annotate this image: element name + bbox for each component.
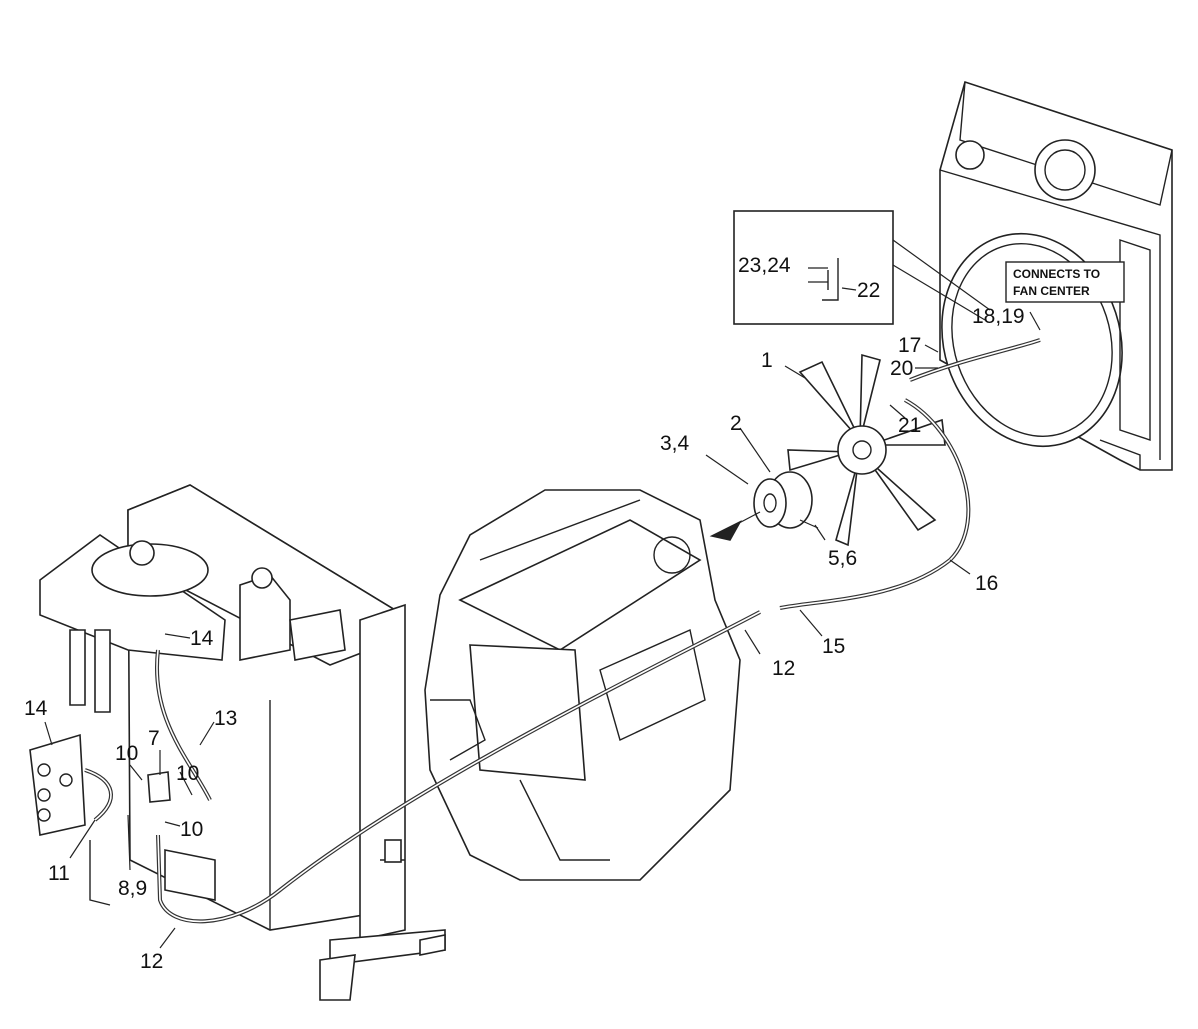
connects-to-fan-center-note: CONNECTS TO FAN CENTER: [1005, 261, 1125, 303]
fan-blade-assembly: [787, 353, 946, 547]
callout-10-c: 10: [180, 818, 203, 841]
callout-21: 21: [898, 414, 921, 437]
note-line-1: CONNECTS TO: [1013, 267, 1100, 281]
callout-22: 22: [857, 279, 880, 302]
callout-13: 13: [214, 707, 237, 730]
callout-labels: 1 2 3,4 5,6 7 8,9 10 10 10 11 12 12 13 1…: [24, 254, 1025, 973]
callout-23-24: 23,24: [738, 254, 791, 277]
callout-12-b: 12: [140, 950, 163, 973]
hydraulic-tank-assembly: [29, 484, 396, 931]
detail-inset-bracket: [733, 210, 991, 325]
callout-20: 20: [890, 357, 913, 380]
engine-block: [424, 489, 741, 881]
callout-11: 11: [48, 862, 70, 885]
callout-10-b: 10: [176, 762, 199, 785]
callout-18-19: 18,19: [972, 305, 1025, 328]
callout-14-b: 14: [24, 697, 48, 720]
callout-1: 1: [761, 349, 773, 372]
callout-17: 17: [898, 334, 921, 357]
callout-14-a: 14: [190, 627, 214, 650]
note-line-2: FAN CENTER: [1013, 284, 1090, 298]
callout-16: 16: [975, 572, 998, 595]
fan-spacer-hub: [705, 454, 819, 541]
callout-5-6: 5,6: [828, 547, 857, 570]
callout-7: 7: [148, 727, 160, 750]
support-stand: [319, 603, 446, 1001]
leader-lines: [44, 311, 1041, 949]
callout-12-a: 12: [772, 657, 795, 680]
callout-8-9: 8,9: [118, 877, 147, 900]
callout-10-a: 10: [115, 742, 138, 765]
callout-2: 2: [730, 412, 742, 435]
callout-15: 15: [822, 635, 845, 658]
callout-3-4: 3,4: [660, 432, 690, 455]
